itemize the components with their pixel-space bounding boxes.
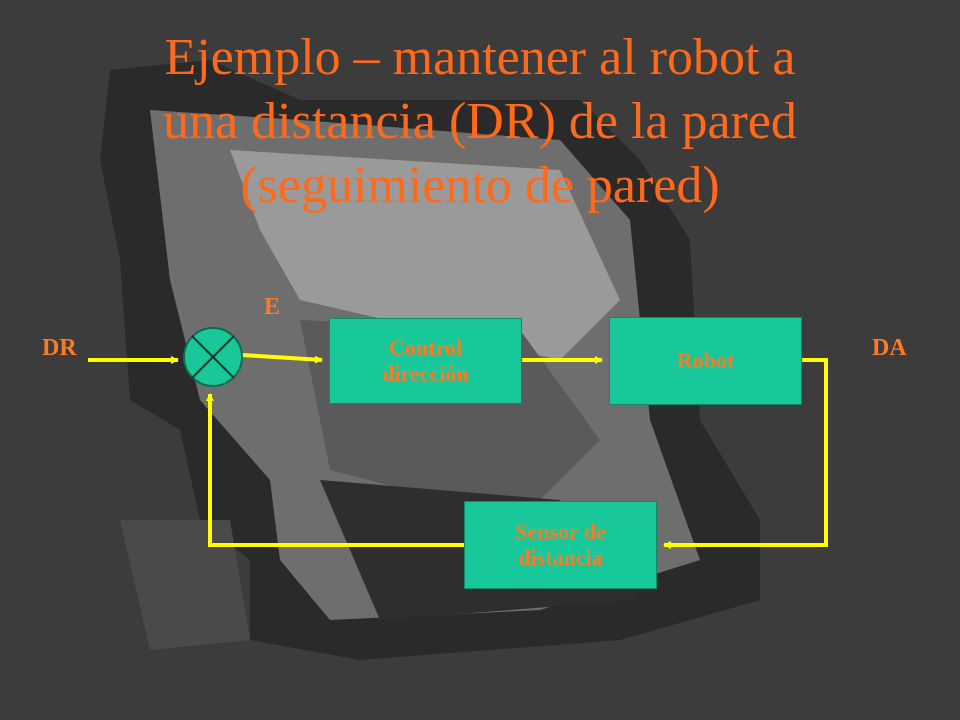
label-reference-dr: DR bbox=[42, 335, 77, 361]
label-error-e: E bbox=[264, 294, 281, 320]
title-line-1: Ejemplo – mantener al robot a bbox=[164, 29, 796, 86]
controller-label-line-1: Control bbox=[389, 335, 462, 360]
robot-block: Robot bbox=[609, 317, 802, 405]
sensor-label-line-1: Sensor de bbox=[515, 519, 606, 544]
controller-block: Control dirección bbox=[329, 318, 522, 404]
arrow-robot-to-sensor bbox=[663, 358, 828, 549]
sensor-label-line-2: distancia bbox=[518, 545, 603, 570]
slide-title: Ejemplo – mantener al robot a una distan… bbox=[0, 26, 960, 218]
arrow-junction-to-controller bbox=[241, 353, 323, 364]
sensor-block: Sensor de distancia bbox=[464, 501, 657, 589]
controller-label-line-2: dirección bbox=[382, 361, 469, 386]
label-actual-da: DA bbox=[872, 335, 907, 361]
title-line-2: una distancia (DR) de la pared bbox=[163, 93, 797, 150]
title-line-3: (seguimiento de pared) bbox=[240, 157, 720, 214]
robot-label: Robot bbox=[676, 348, 735, 373]
arrow-sensor-to-junction bbox=[206, 393, 464, 547]
summing-junction bbox=[183, 327, 243, 387]
